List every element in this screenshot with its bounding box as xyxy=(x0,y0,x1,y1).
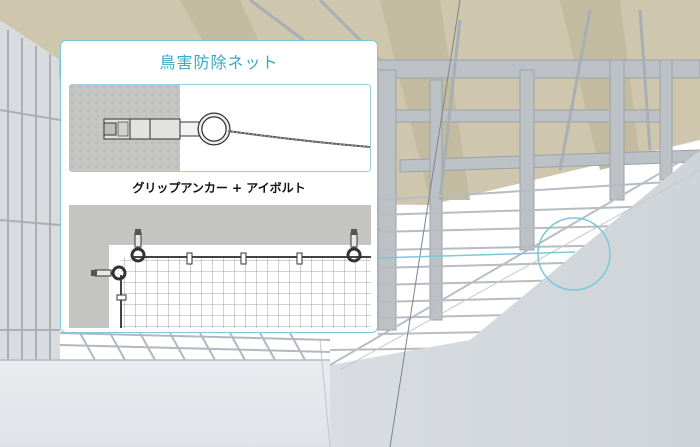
bird-net-mesh xyxy=(121,257,371,328)
eye-bolt-right-icon xyxy=(346,229,362,263)
concrete-ceiling xyxy=(69,205,371,245)
suspension-wire xyxy=(389,0,461,447)
anchor-location-highlight xyxy=(537,217,611,291)
anchor-detail xyxy=(69,84,371,172)
info-panel: 鳥害防除ネット xyxy=(60,40,378,333)
eye-bolt-icon xyxy=(179,112,231,146)
net-clips xyxy=(116,252,303,301)
grip-anchor-icon xyxy=(103,118,181,140)
eye-bolt-wall-icon xyxy=(91,265,127,281)
net-installation-detail xyxy=(69,205,371,328)
net-illustration xyxy=(69,205,371,328)
right-wall xyxy=(330,150,700,447)
eye-bolt-left-icon xyxy=(130,229,146,263)
panel-title: 鳥害防除ネット xyxy=(159,53,279,72)
anchor-caption: グリップアンカー + アイボルト xyxy=(132,181,306,195)
anchor-illustration xyxy=(70,85,370,171)
net-wire xyxy=(227,130,370,148)
left-wall xyxy=(0,20,60,420)
concrete-wall xyxy=(69,205,109,328)
front-wall xyxy=(0,360,330,447)
steel-beams xyxy=(59,59,700,331)
lower-truss xyxy=(59,332,331,361)
left-wall-studs xyxy=(0,30,61,415)
